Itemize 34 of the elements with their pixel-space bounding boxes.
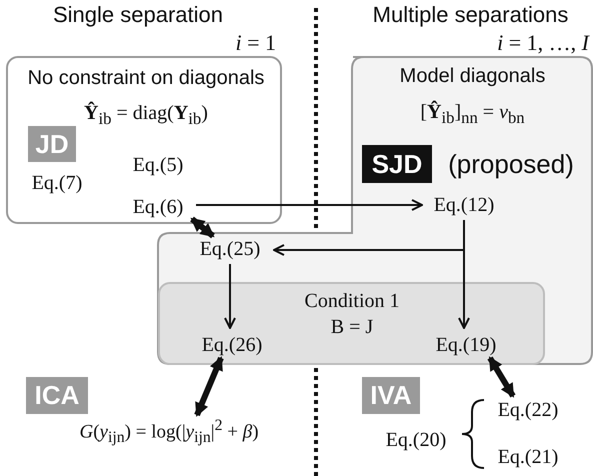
method-tag: JD xyxy=(28,126,76,162)
index-range: i = 1, …, I xyxy=(496,30,591,56)
equation: Eq.(22) xyxy=(488,397,568,423)
equation: Eq.(12) xyxy=(424,192,504,218)
equation: Eq.(5) xyxy=(122,152,194,178)
method-tag: IVA xyxy=(362,377,420,414)
section-heading: Single separation xyxy=(52,1,224,29)
formula: Ŷ$_{ib}$ = diag(Y$_{ib}$) xyxy=(83,100,209,130)
arrow xyxy=(194,356,224,417)
arrow xyxy=(196,199,423,211)
arrow xyxy=(224,264,236,329)
equation: Eq.(25) xyxy=(190,236,270,262)
formula: [Ŷ$_{ib}$]$_{nn}$ = v$_{bn}$ xyxy=(419,100,526,128)
equation: G(y$_{ijn}$) = log(|y$_{ijn}$|$^{2}$ + β) xyxy=(36,417,302,447)
equation: Eq.(21) xyxy=(488,444,568,470)
arrow xyxy=(190,216,215,238)
annotation: (proposed) xyxy=(447,148,575,180)
formula: B = J xyxy=(330,314,374,340)
condition-box xyxy=(158,282,545,365)
index-range: i = 1 xyxy=(234,30,277,56)
heading: Model diagonals xyxy=(398,64,546,88)
method-tag: SJD xyxy=(362,145,432,183)
heading: No constraint on diagonals xyxy=(26,66,266,90)
equation: Eq.(19) xyxy=(426,332,506,358)
panel xyxy=(6,56,282,224)
formula: Condition 1 xyxy=(303,289,400,313)
equation: Eq.(6) xyxy=(122,194,194,220)
equation: Eq.(20) xyxy=(376,426,456,454)
section-heading: Multiple separations xyxy=(372,1,570,29)
method-tag: ICA xyxy=(26,377,88,414)
equation: Eq.(7) xyxy=(22,170,92,196)
arrow xyxy=(487,356,516,398)
arrow xyxy=(458,220,470,329)
equation: Eq.(26) xyxy=(192,332,272,358)
